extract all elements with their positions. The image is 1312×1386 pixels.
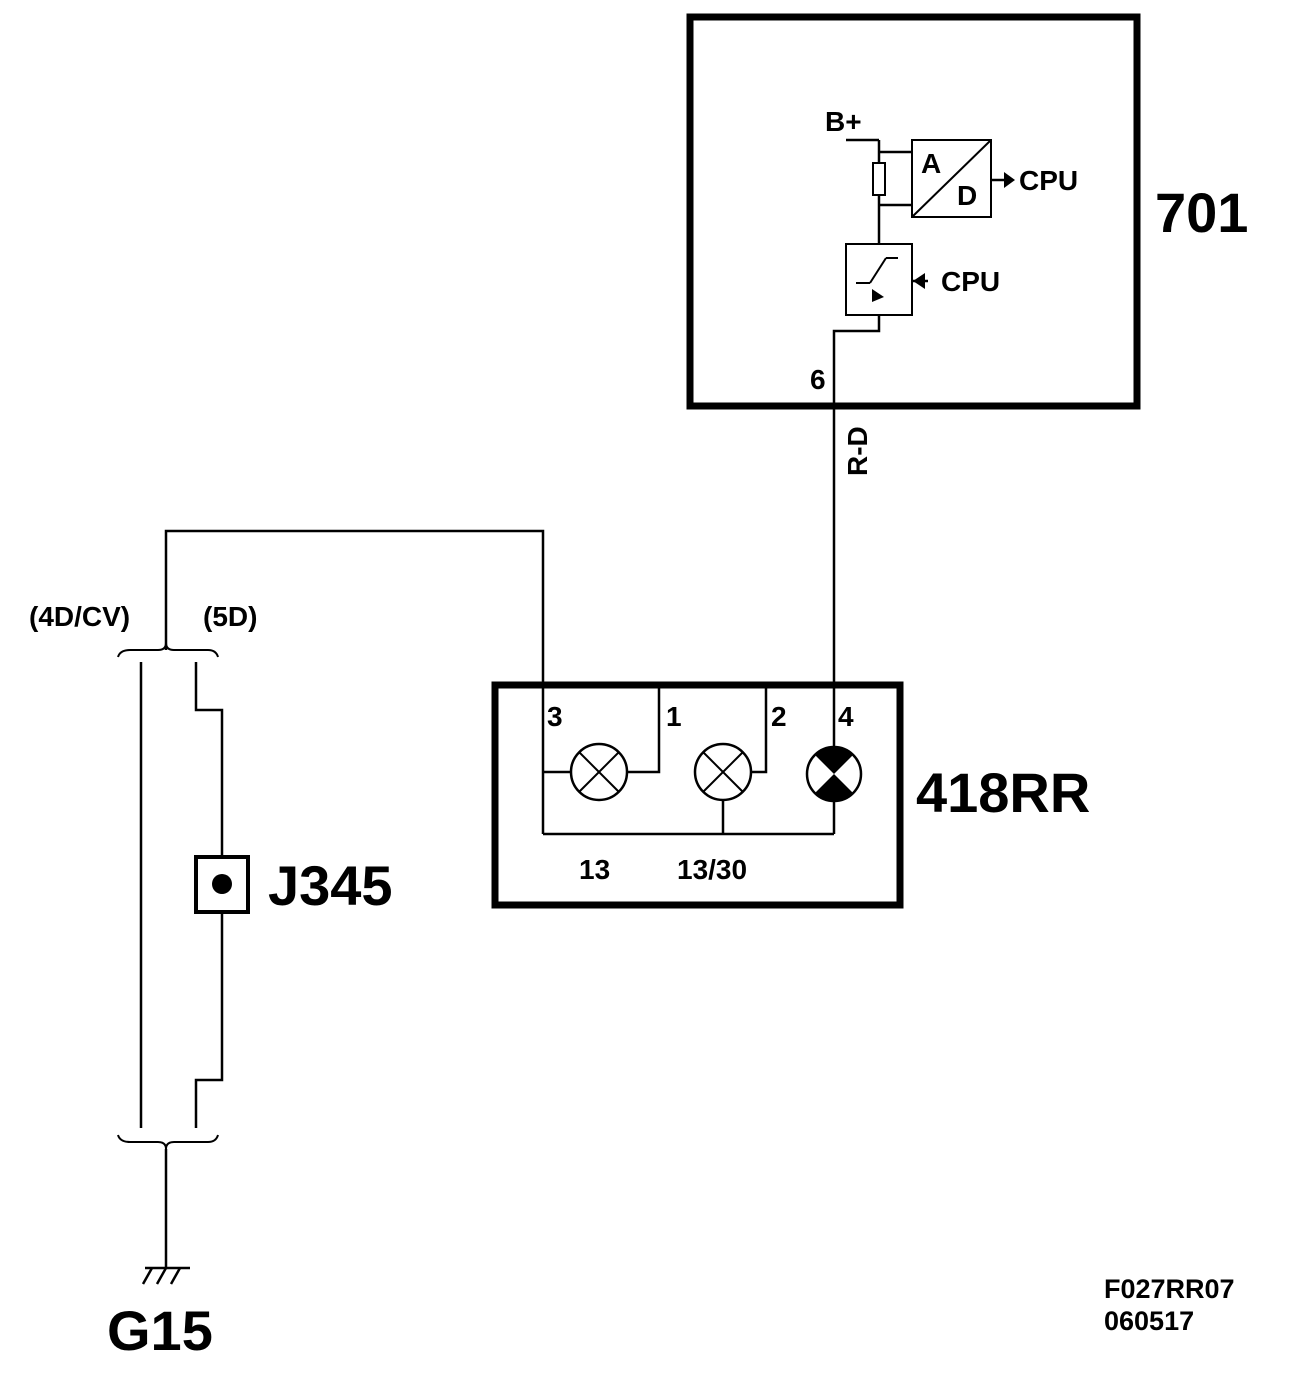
bulb-icon xyxy=(569,742,629,802)
adc-label-a: A xyxy=(921,148,941,179)
ground-wire-top xyxy=(164,529,545,685)
indicator-led-icon xyxy=(805,745,863,803)
adc-converter: A D xyxy=(911,139,992,218)
adc-label-d: D xyxy=(957,180,977,211)
driver-switch xyxy=(845,243,913,316)
lamp-unit-frame xyxy=(491,681,904,909)
lamp-unit-id: 418RR xyxy=(916,761,1090,824)
cpu-out-label: CPU xyxy=(1019,165,1078,196)
ground-icon xyxy=(141,1266,190,1285)
module-pin-6: 6 xyxy=(810,364,826,395)
variant-brace-top xyxy=(117,642,219,658)
drawing-code: F027RR07 xyxy=(1104,1274,1235,1304)
lamp-pin-2: 2 xyxy=(771,701,787,732)
cpu-in-arrow-icon xyxy=(913,273,925,289)
bulb-icon xyxy=(693,742,753,802)
control-module-frame xyxy=(686,13,1141,410)
module-id-701: 701 xyxy=(1155,181,1248,244)
splice-id: J345 xyxy=(268,854,393,917)
lamp-unit-418rr: 3 1 2 4 13 13/30 418RR xyxy=(491,681,1090,909)
splice-dot-icon xyxy=(212,874,232,894)
variant-wire-5d-upper xyxy=(194,662,224,860)
lamp-pin-4: 4 xyxy=(838,701,854,732)
cpu-in-label: CPU xyxy=(941,266,1000,297)
splice-j345: J345 xyxy=(194,854,393,917)
supply-label: B+ xyxy=(825,106,862,137)
control-module-701: B+ A D CPU CPU 6 xyxy=(686,13,1248,410)
internal-wire-1 xyxy=(627,688,661,774)
variant-label-right: (5D) xyxy=(203,601,257,632)
drawing-date: 060517 xyxy=(1104,1306,1194,1336)
lamp-terminal-13: 13 xyxy=(579,854,610,885)
ground-id: G15 xyxy=(107,1299,213,1362)
module-output-wire xyxy=(832,315,881,406)
internal-wire-2 xyxy=(751,688,768,774)
wire-color-label: R-D xyxy=(842,426,873,476)
variant-brace-bottom xyxy=(117,1134,219,1150)
variant-label-left: (4D/CV) xyxy=(29,601,130,632)
cpu-out-arrow-icon xyxy=(1004,172,1015,188)
variant-wire-5d-lower xyxy=(194,912,224,1128)
lamp-pin-1: 1 xyxy=(666,701,682,732)
lamp-terminal-13-30: 13/30 xyxy=(677,854,747,885)
shunt-resistor xyxy=(872,162,886,196)
lamp-pin-3: 3 xyxy=(547,701,563,732)
